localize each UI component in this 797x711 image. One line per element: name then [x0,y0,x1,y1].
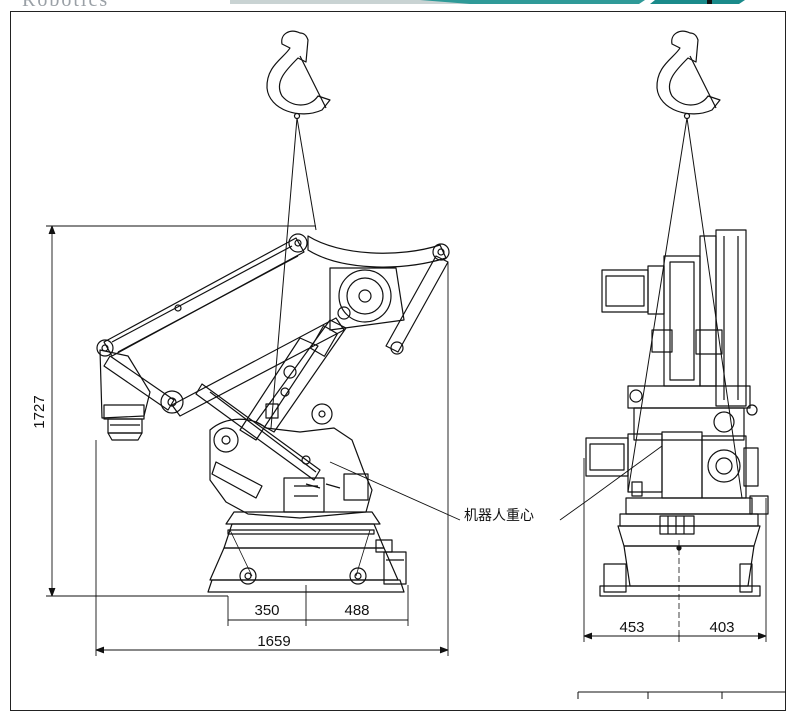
front-view-hook [266,30,331,120]
page-header: Robotics [0,0,797,10]
total-width-dimension-label: 1659 [257,633,290,650]
front-view-arm [96,233,450,481]
base-left-dimension-label: 350 [254,602,279,619]
brand-text: Robotics [22,0,109,10]
side-left-dimension-label: 453 [619,619,644,636]
side-right-dimension-label: 403 [709,619,734,636]
side-view-slings [627,117,743,499]
center-of-gravity-label: 机器人重心 [464,508,534,524]
header-banner [230,0,745,4]
side-view-hook [656,30,721,120]
side-view-body [585,229,769,632]
front-view-dimensions [46,225,461,656]
title-block [577,691,786,699]
height-dimension-label: 1727 [31,395,48,428]
side-view-dimensions [559,445,767,642]
base-right-dimension-label: 488 [344,602,369,619]
front-view-base [207,418,407,593]
